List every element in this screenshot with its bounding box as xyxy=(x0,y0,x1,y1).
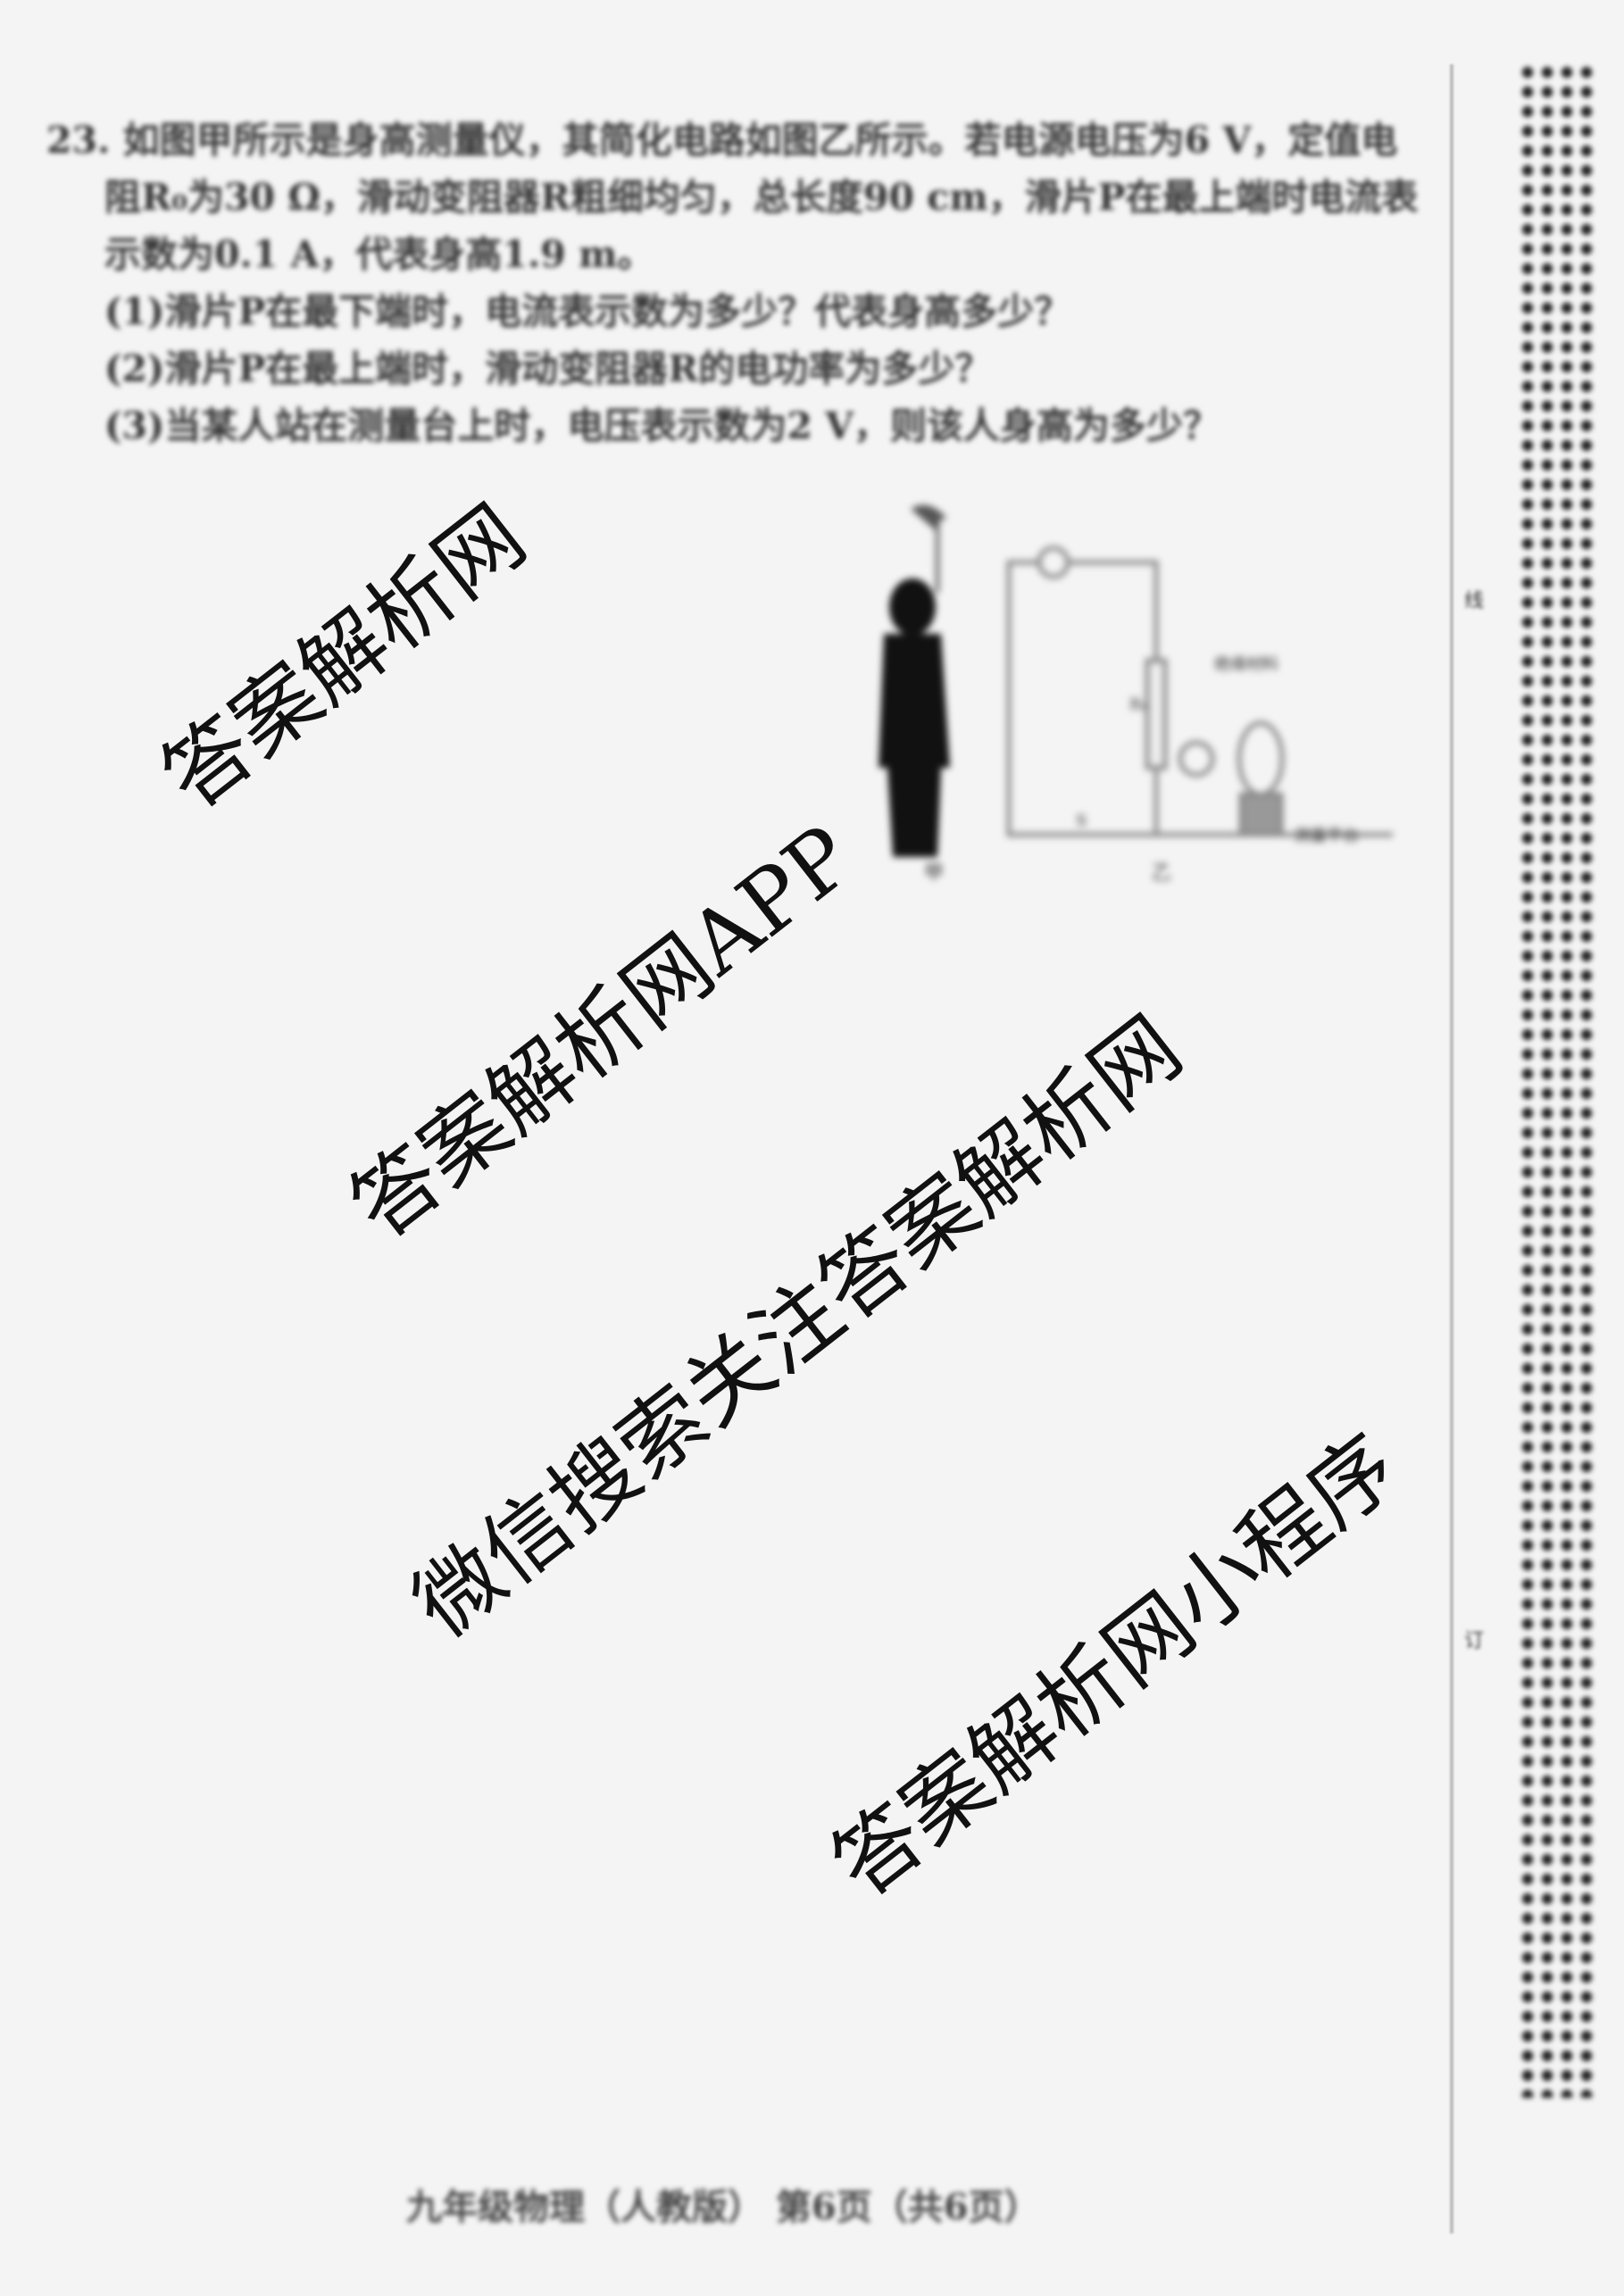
label-platform: 测量平台 xyxy=(1295,827,1359,845)
watermark: 答案解析网APP xyxy=(332,806,872,1259)
label-insulation: 绝缘材料 xyxy=(1214,655,1278,674)
question-line: 阻R₀为30 Ω，滑动变阻器R粗细均匀，总长度90 cm，滑片P在最上端时电流表 xyxy=(104,176,1419,219)
sub-question-3: (3)当某人站在测量台上时，电压表示数为2 V，则该人身高为多少？ xyxy=(104,404,1220,447)
watermark: 答案解析网小程序 xyxy=(814,1415,1417,1917)
circuit-figure: 甲 绝缘材料 测量平台 R₀ S 乙 xyxy=(857,491,1428,885)
circuit xyxy=(1006,545,1393,837)
question-line: 23. 如图甲所示是身高测量仪，其简化电路如图乙所示。若电源电压为6 V，定值电 xyxy=(46,119,1398,162)
sub-question-1: (1)滑片P在最下端时，电流表示数为多少？代表身高多少？ xyxy=(104,290,1071,333)
label-yi: 乙 xyxy=(1152,862,1171,884)
margin-mark: 线 xyxy=(1464,590,1485,612)
question-line: 示数为0.1 A，代表身高1.9 m。 xyxy=(104,233,654,276)
watermark: 答案解析网 xyxy=(144,486,544,829)
question-23: 23. 如图甲所示是身高测量仪，其简化电路如图乙所示。若电源电压为6 V，定值电… xyxy=(46,112,1421,454)
label-r0: R₀ xyxy=(1129,695,1148,714)
label-jia: 甲 xyxy=(924,862,944,884)
binding-edge xyxy=(1518,62,1598,2098)
page-footer: 九年级物理（人教版） 第6页（共6页） xyxy=(406,2186,1040,2228)
margin-mark: 订 xyxy=(1464,1630,1485,1652)
label-switch: S xyxy=(1076,811,1087,830)
person-silhouette xyxy=(879,504,950,857)
sub-question-2: (2)滑片P在最上端时，滑动变阻器R的电功率为多少？ xyxy=(104,347,992,390)
margin-line xyxy=(1450,64,1453,2234)
